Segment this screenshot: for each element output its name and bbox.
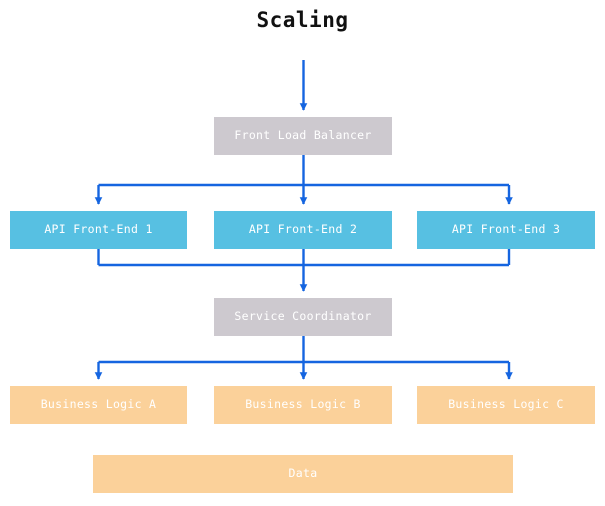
node-label: Service Coordinator [234, 309, 372, 324]
node-label: Business Logic C [448, 397, 564, 412]
page-title: Scaling [256, 8, 349, 32]
node-label: Data [288, 466, 318, 481]
node-api-front-end-1[interactable]: API Front-End 1 [10, 211, 187, 249]
node-service-coordinator[interactable]: Service Coordinator [214, 298, 392, 336]
node-business-logic-b[interactable]: Business Logic B [214, 386, 392, 424]
node-front-load-balancer[interactable]: Front Load Balancer [214, 117, 392, 155]
node-api-front-end-3[interactable]: API Front-End 3 [417, 211, 595, 249]
node-label: API Front-End 2 [248, 222, 358, 237]
node-label: Business Logic A [40, 397, 157, 412]
node-business-logic-c[interactable]: Business Logic C [417, 386, 595, 424]
node-label: API Front-End 3 [451, 222, 561, 237]
node-label: API Front-End 1 [44, 222, 153, 237]
node-label: Business Logic B [245, 397, 361, 412]
node-api-front-end-2[interactable]: API Front-End 2 [214, 211, 392, 249]
node-data[interactable]: Data [93, 455, 513, 493]
node-business-logic-a[interactable]: Business Logic A [10, 386, 187, 424]
node-label: Front Load Balancer [234, 128, 372, 143]
